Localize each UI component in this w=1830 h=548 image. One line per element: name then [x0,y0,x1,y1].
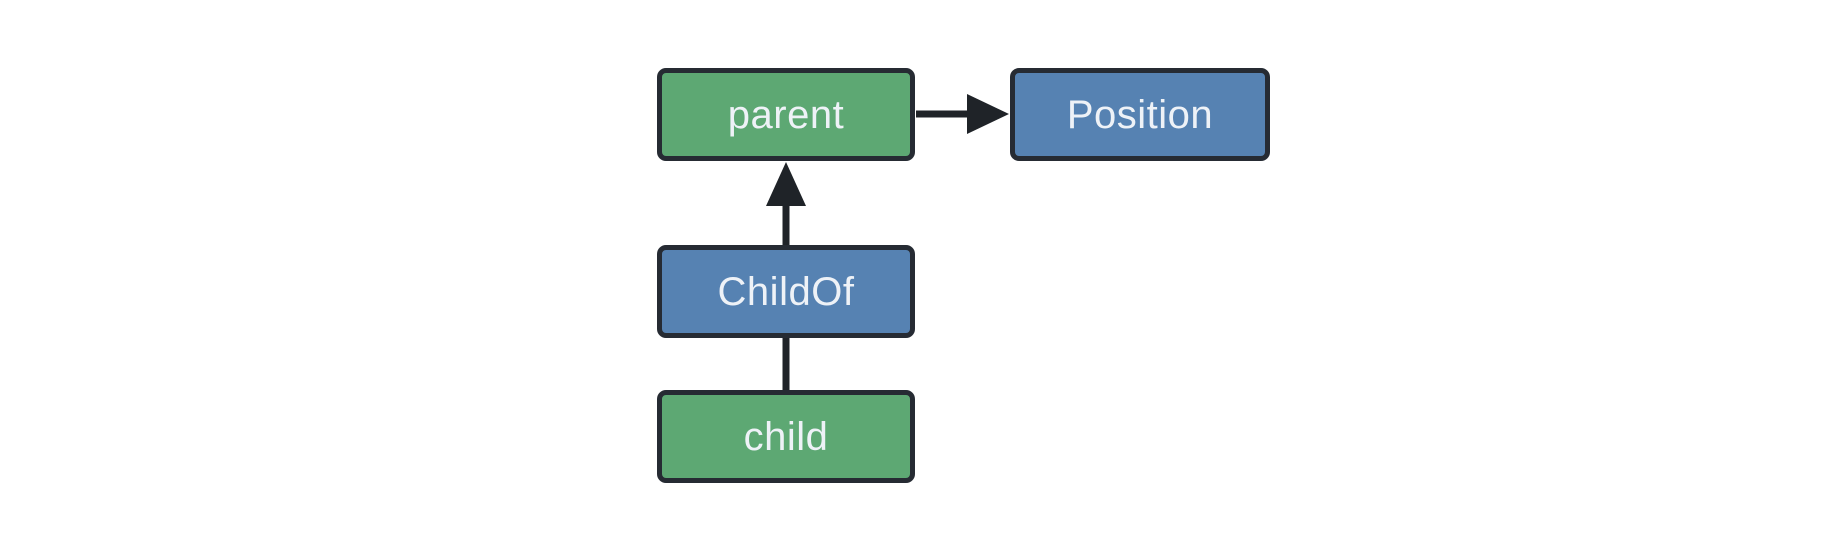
arrowhead-right-icon [967,94,1009,134]
node-child-label: child [743,414,829,459]
arrowhead-up-icon [766,162,806,206]
node-parent-label: parent [727,92,845,137]
node-childof: ChildOf [657,245,915,338]
node-parent: parent [657,68,915,161]
node-child: child [657,390,915,483]
node-childof-label: ChildOf [717,269,855,314]
node-position-label: Position [1066,92,1214,137]
node-position: Position [1010,68,1270,161]
edge-childof-to-parent [766,162,806,246]
edge-parent-to-position [916,94,1009,134]
